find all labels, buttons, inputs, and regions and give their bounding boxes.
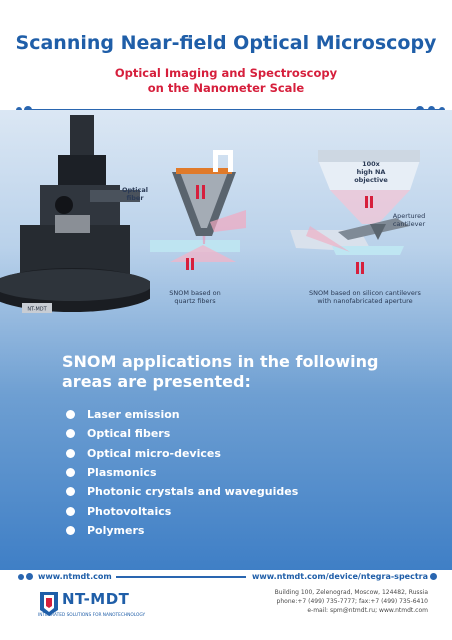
list-item: Optical fibers	[66, 424, 298, 443]
applications-heading: SNOM applications in the following areas…	[62, 352, 392, 392]
objective-label-line-2: high NA	[356, 168, 386, 176]
bullet-icon	[66, 487, 75, 497]
applications-list: Laser emission Optical fibers Optical mi…	[66, 405, 298, 540]
caption-quartz-fibers-line-1: SNOM based on	[169, 289, 221, 297]
bullet-icon	[66, 410, 75, 420]
list-item: Optical micro-devices	[66, 444, 298, 463]
cantilever-label-line-2: cantilever	[392, 220, 426, 228]
ntmdt-logo-icon	[40, 592, 58, 616]
objective-label: 100x high NA objective	[348, 160, 394, 184]
subtitle-line-2: on the Nanometer Scale	[147, 81, 305, 95]
caption-quartz-fibers: SNOM based on quartz fibers	[150, 289, 240, 305]
footer-dot	[430, 573, 437, 580]
subtitle-line-1: Optical Imaging and Spectroscopy	[114, 66, 338, 80]
list-item: Plasmonics	[66, 463, 298, 482]
contact-address: Building 100, Zelenograd, Moscow, 124482…	[275, 588, 428, 615]
cantilever-label-line-1: Apertured	[392, 212, 426, 220]
bullet-icon	[66, 468, 75, 478]
list-item: Polymers	[66, 521, 298, 540]
address-line-1: Building 100, Zelenograd, Moscow, 124482…	[274, 589, 428, 596]
list-item: Photovoltaics	[66, 501, 298, 520]
objective-label-line-3: objective	[354, 176, 388, 184]
applications-heading-line-2: areas are presented:	[62, 372, 251, 391]
list-item-label: Laser emission	[87, 408, 180, 422]
rule-dot	[428, 106, 435, 113]
list-item: Photonic crystals and waveguides	[66, 482, 298, 501]
list-item-label: Photonic crystals and waveguides	[87, 485, 299, 499]
website-link[interactable]: www.ntmdt.com	[38, 572, 112, 581]
logo-wordmark: NT-MDT	[62, 590, 130, 608]
caption-silicon-cantilevers-line-1: SNOM based on silicon cantilevers	[309, 289, 421, 297]
list-item-label: Optical fibers	[87, 427, 171, 441]
footer-dot	[26, 573, 33, 580]
caption-silicon-cantilevers: SNOM based on silicon cantilevers with n…	[300, 289, 430, 305]
address-line-3: e-mail: spm@ntmdt.ru; www.ntmdt.com	[307, 607, 428, 614]
device-badge: NT-MDT	[27, 307, 47, 313]
applications-heading-line-1: SNOM applications in the following	[62, 352, 379, 371]
list-item-label: Plasmonics	[87, 466, 157, 480]
list-item-label: Photovoltaics	[87, 504, 172, 518]
list-item-label: Optical micro-devices	[87, 446, 221, 460]
bullet-icon	[66, 429, 75, 439]
address-line-2: phone:+7 (499) 735-7777; fax:+7 (499) 73…	[276, 598, 428, 605]
product-link[interactable]: www.ntmdt.com/device/ntegra-spectra	[252, 572, 428, 581]
bullet-icon	[66, 525, 75, 535]
logo-tagline: INTEGRATED SOLUTIONS FOR NANOTECHNOLOGY	[38, 613, 146, 618]
footer-rule	[116, 576, 246, 578]
caption-quartz-fibers-line-2: quartz fibers	[174, 297, 216, 305]
cantilever-label: Apertured cantilever	[384, 212, 434, 228]
objective-label-line-1: 100x	[362, 160, 380, 168]
list-item-label: Polymers	[87, 523, 145, 537]
microscope-image: NT-MDT	[0, 115, 150, 313]
optical-fiber-label: Optical fiber	[115, 186, 155, 202]
page-subtitle: Optical Imaging and Spectroscopy on the …	[0, 66, 452, 96]
footer-dot	[18, 574, 24, 580]
page-title: Scanning Near-field Optical Microscopy	[15, 32, 437, 54]
snom-diagram	[150, 150, 420, 274]
caption-silicon-cantilevers-line-2: with nanofabricated aperture	[317, 297, 413, 305]
optical-fiber-label-line-1: Optical	[122, 186, 148, 194]
bullet-icon	[66, 448, 75, 458]
optical-fiber-label-line-2: fiber	[126, 194, 144, 202]
bullet-icon	[66, 506, 75, 516]
list-item: Laser emission	[66, 405, 298, 424]
